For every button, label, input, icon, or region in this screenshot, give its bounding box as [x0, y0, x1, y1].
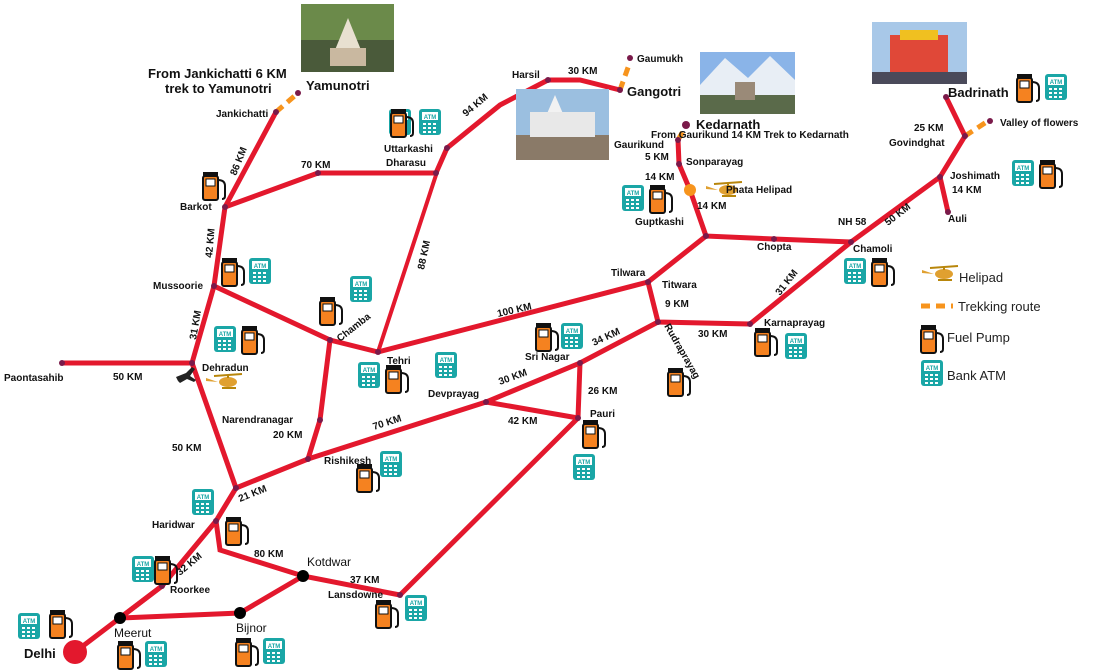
- label-barkot: Barkot: [180, 202, 212, 213]
- label-meerut: Meerut: [114, 626, 152, 640]
- label-gaumukh: Gaumukh: [637, 54, 683, 65]
- legend-fuel-label: Fuel Pump: [947, 330, 1010, 345]
- label-jankichatti: Jankichatti: [216, 109, 268, 120]
- label-govindghat: Govindghat: [889, 138, 945, 149]
- dist-dharasu-tehri: 88 KM: [416, 240, 433, 271]
- delhi-marker: [63, 640, 87, 664]
- dist-dehradun-haridwar: 50 KM: [172, 443, 201, 454]
- dist-joshimath-auli: 14 KM: [952, 185, 981, 196]
- dist-dehradun-mussoorie: 31 KM: [188, 310, 204, 341]
- airplane-icon: [176, 367, 196, 383]
- label-harsil: Harsil: [512, 70, 540, 81]
- label-joshimath: Joshimath: [950, 171, 1000, 182]
- label-devprayag: Devprayag: [428, 389, 479, 400]
- town-markers: [59, 55, 993, 664]
- label-tilwara: Tilwara: [611, 268, 646, 279]
- dist-barkot-jankichatti: 86 KM: [229, 146, 250, 177]
- label-chopta: Chopta: [757, 242, 792, 253]
- label-kedarnath: Kedarnath: [696, 117, 760, 132]
- label-auli: Auli: [948, 214, 967, 225]
- label-dharasu: Dharasu: [386, 158, 426, 169]
- dist-srinagar-pauri: 26 KM: [588, 386, 617, 397]
- label-gangotri: Gangotri: [627, 84, 681, 99]
- dist-haridwar-kotdwar: 80 KM: [254, 549, 283, 560]
- kotdwar-marker: [297, 570, 309, 582]
- label-narendranagar: Narendranagar: [222, 415, 293, 426]
- label-badrinath: Badrinath: [948, 85, 1009, 100]
- label-yamunotri: Yamunotri: [306, 78, 370, 93]
- note-yamunotri-1: From Jankichatti 6 KM: [148, 66, 287, 81]
- label-phata: Phata Helipad: [726, 185, 792, 196]
- trek-notes: From Jankichatti 6 KM trek to Yamunotri …: [148, 66, 849, 141]
- label-bijnor: Bijnor: [236, 621, 267, 635]
- label-lansdowne: Lansdowne: [328, 590, 383, 601]
- legend-trek-label: Trekking route: [958, 299, 1041, 314]
- label-valley: Valley of flowers: [1000, 118, 1079, 129]
- label-pauri: Pauri: [590, 409, 615, 420]
- label-mussoorie: Mussoorie: [153, 281, 203, 292]
- dist-sonparayag-gaurikund: 5 KM: [645, 152, 669, 163]
- label-rishikesh: Rishikesh: [324, 456, 371, 467]
- atm-icons: [18, 74, 1067, 667]
- label-uttarkashi: Uttarkashi: [384, 144, 433, 155]
- badrinath-temple-photo: [872, 22, 967, 84]
- label-srinagar: Sri Nagar: [525, 352, 570, 363]
- dist-harsil-gangotri: 30 KM: [568, 66, 597, 77]
- note-yamunotri-2: trek to Yamunotri: [165, 81, 272, 96]
- label-roorkee: Roorkee: [170, 585, 210, 596]
- meerut-marker: [114, 612, 126, 624]
- road-network: [59, 77, 968, 655]
- label-haridwar: Haridwar: [152, 520, 195, 531]
- legend-helipad-label: Helipad: [959, 270, 1003, 285]
- label-chamba: Chamba: [335, 311, 373, 344]
- label-sonparayag: Sonparayag: [686, 157, 743, 168]
- label-kotdwar: Kotdwar: [307, 555, 351, 569]
- phata-marker: [684, 184, 696, 196]
- kedarnath-temple-photo: [700, 52, 795, 114]
- dist-titwara-rudraprayag: 9 KM: [665, 299, 689, 310]
- helicopter-icons: [205, 181, 959, 389]
- dist-govindghat-badrinath: 25 KM: [914, 123, 943, 134]
- label-guptkashi: Guptkashi: [635, 217, 684, 228]
- dist-phata-sonparayag: 14 KM: [645, 172, 674, 183]
- legend-atm-label: Bank ATM: [947, 368, 1006, 383]
- town-labels: Delhi Meerut Bijnor Kotdwar Lansdowne Ro…: [4, 54, 1079, 661]
- label-tehri: Tehri: [387, 356, 411, 367]
- yamunotri-temple-photo: [301, 4, 394, 72]
- dist-paonta-dehradun: 50 KM: [113, 372, 142, 383]
- dist-devprayag-pauri: 42 KM: [508, 416, 537, 427]
- label-paontasahib: Paontasahib: [4, 373, 63, 384]
- dist-guptkashi-phata: 14 KM: [697, 201, 726, 212]
- label-nh58: NH 58: [838, 217, 867, 228]
- dist-mussoorie-barkot: 42 KM: [204, 228, 218, 258]
- label-chamoli: Chamoli: [853, 244, 893, 255]
- dist-rudraprayag-karnaprayag: 30 KM: [698, 329, 727, 340]
- label-gaurikund: Gaurikund: [614, 140, 664, 151]
- bijnor-marker: [234, 607, 246, 619]
- note-kedarnath: From Gaurikund 14 KM Trek to Kedarnath: [651, 130, 849, 141]
- dist-kotdwar-lansdowne: 37 KM: [350, 575, 379, 586]
- gangotri-temple-photo: [516, 89, 609, 160]
- label-karnaprayag: Karnaprayag: [764, 318, 825, 329]
- label-dehradun: Dehradun: [202, 363, 249, 374]
- label-titwara: Titwara: [662, 280, 697, 291]
- label-delhi: Delhi: [24, 646, 56, 661]
- dist-narendranagar-rishikesh: 20 KM: [273, 430, 302, 441]
- map-legend: Helipad Trekking route Fuel Pump Bank AT…: [921, 270, 1041, 383]
- dist-barkot-dharasu: 70 KM: [301, 160, 330, 171]
